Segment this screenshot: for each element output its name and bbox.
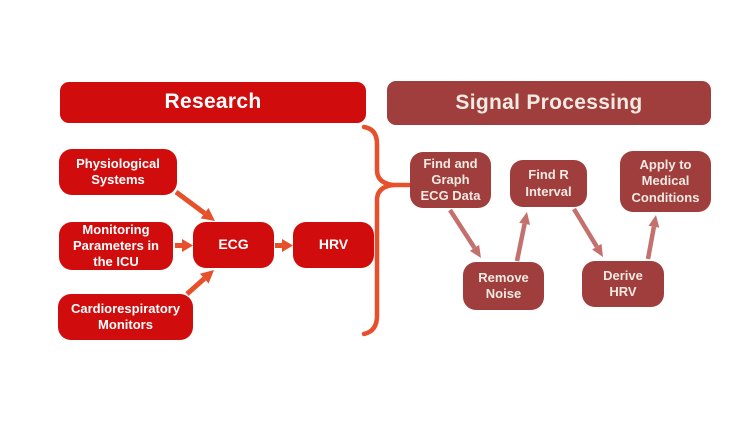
node-find-graph-ecg-data: Find and Graph ECG Data: [410, 152, 491, 208]
arrow-removenoise-to-findr: [514, 212, 530, 262]
node-hrv: HRV: [293, 222, 374, 268]
node-apply-to-medical-conditions: Apply to Medical Conditions: [620, 151, 711, 212]
arrow-findr-to-derivehrv: [572, 207, 603, 257]
node-ecg: ECG: [193, 222, 274, 268]
arrow-derivehrv-to-apply: [645, 215, 660, 260]
node-derive-hrv: Derive HRV: [582, 261, 664, 307]
node-find-r-interval: Find R Interval: [510, 160, 587, 207]
node-monitoring-parameters: Monitoring Parameters in the ICU: [59, 222, 173, 270]
signal-processing-header: Signal Processing: [387, 81, 711, 125]
node-physiological-systems: Physiological Systems: [59, 149, 177, 195]
arrow-ecg-to-hrv: [275, 239, 293, 252]
node-remove-noise: Remove Noise: [463, 262, 544, 310]
node-cardiorespiratory-monitors: Cardiorespiratory Monitors: [58, 294, 193, 340]
research-header: Research: [60, 82, 366, 123]
arrow-monitoring-to-ecg: [175, 239, 193, 252]
brace-research-to-signal: [361, 124, 412, 337]
arrow-findgraph-to-removenoise: [448, 208, 481, 258]
arrow-physiological-to-ecg: [174, 189, 215, 221]
arrow-cardiorespiratory-to-ecg: [185, 270, 214, 296]
